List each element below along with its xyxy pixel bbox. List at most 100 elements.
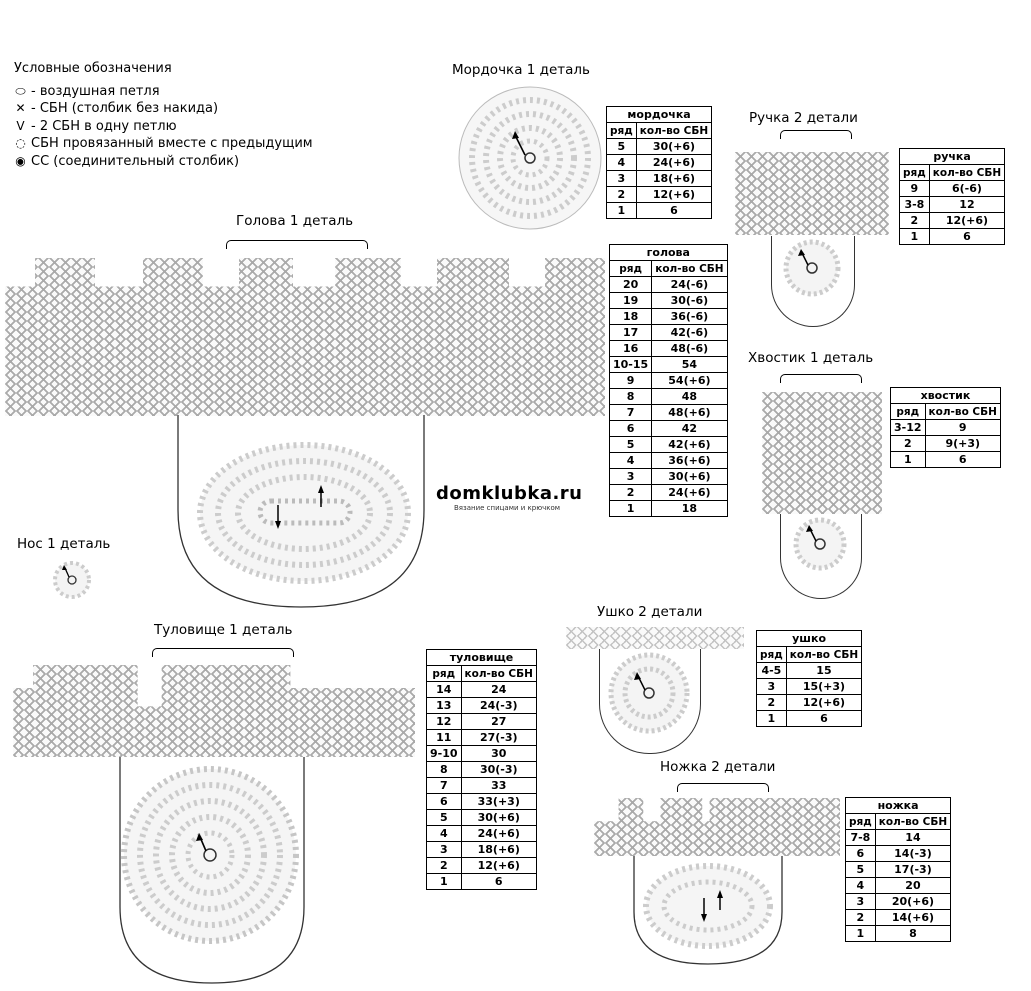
golova-brace <box>226 240 368 249</box>
table-cell: 15 <box>785 662 863 679</box>
table-cell: 6 <box>785 710 863 727</box>
table-cell: 3 <box>756 678 787 695</box>
table-cell: 42(-6) <box>651 324 728 341</box>
table-title: ручка <box>898 148 1006 165</box>
tulovishche-stitch-grid <box>13 665 415 757</box>
ruchka-stitch-grid <box>735 152 889 235</box>
table-cell: 14(-3) <box>874 845 952 862</box>
table-cell: 4 <box>426 825 462 842</box>
table-cell: 24(+6) <box>460 825 537 842</box>
table-cell: 9 <box>899 180 930 197</box>
table-cell: 48(-6) <box>651 340 728 357</box>
table-cell: 20 <box>608 276 653 293</box>
col-row-header: ряд <box>608 260 653 277</box>
table-cell: 4 <box>606 154 637 171</box>
table-cell: 2 <box>608 484 653 501</box>
table-cell: 4 <box>608 452 653 469</box>
table-cell: 24(-6) <box>651 276 728 293</box>
table-title: ушко <box>755 630 863 647</box>
table-cell: 6 <box>635 202 713 219</box>
hvostik-round-diagram <box>793 517 847 571</box>
table-cell: 12(+6) <box>785 694 863 711</box>
table-cell: 9 <box>924 419 1001 436</box>
table-cell: 18 <box>651 500 728 517</box>
table-cell: 24 <box>460 681 537 698</box>
ruchka-base-outline <box>771 236 855 327</box>
table-cell: 15(+3) <box>785 678 863 695</box>
legend-item: ✕ - СБН (столбик без накида) <box>14 100 313 118</box>
table-cell: 14(+6) <box>874 909 952 926</box>
table-cell: 1 <box>426 873 462 890</box>
table-cell: 1 <box>606 202 637 219</box>
table-cell: 5 <box>608 436 653 453</box>
col-count-header: кол-во СБН <box>924 403 1001 420</box>
table-cell: 7 <box>608 404 653 421</box>
table-cell: 14 <box>874 829 952 846</box>
table-cell: 6(-6) <box>928 180 1006 197</box>
table-cell: 30(+6) <box>635 138 713 155</box>
legend-item: ◌ СБН провязанный вместе с предыдущим <box>14 135 313 153</box>
table-cell: 33(+3) <box>460 793 537 810</box>
col-row-header: ряд <box>426 665 462 682</box>
col-row-header: ряд <box>606 122 637 139</box>
nozhka-oval-diagram <box>633 856 783 965</box>
table-cell: 7 <box>426 777 462 794</box>
table-cell: 12(+6) <box>928 212 1006 229</box>
table-cell: 12(+6) <box>635 186 713 203</box>
col-row-header: ряд <box>899 164 930 181</box>
table-cell: 1 <box>899 228 930 245</box>
table-title: голова <box>609 244 728 261</box>
nos-title: Нос 1 деталь <box>17 536 111 552</box>
table-cell: 6 <box>608 420 653 437</box>
nos-round-diagram <box>53 561 91 599</box>
table-cell: 2 <box>426 857 462 874</box>
table-cell: 2 <box>890 435 926 452</box>
table-title: туловище <box>426 649 537 666</box>
watermark-subtitle: Вязание спицами и крючком <box>454 504 561 512</box>
ushko-base-outline <box>599 649 701 754</box>
chain-stitch-symbol-icon: ⬭ <box>15 83 26 98</box>
hvostik-base-outline <box>780 514 862 599</box>
table-cell: 3-8 <box>899 196 930 213</box>
tulovishche-title: Туловище 1 деталь <box>154 622 293 638</box>
legend-item: V - 2 СБН в одну петлю <box>14 118 313 136</box>
table-cell: 36(+6) <box>651 452 728 469</box>
table-cell: 18(+6) <box>635 170 713 187</box>
golova-stitch-grid <box>5 258 605 416</box>
slip-stitch-symbol-icon: ◉ <box>15 153 26 168</box>
table-cell: 30 <box>460 745 537 762</box>
table-cell: 13 <box>426 697 462 714</box>
table-cell: 9(+3) <box>924 435 1001 452</box>
legend-item-text: - 2 СБН в одну петлю <box>31 118 177 134</box>
col-row-header: ряд <box>845 813 876 830</box>
ushko-stitch-grid <box>566 627 744 649</box>
table-cell: 6 <box>928 228 1006 245</box>
legend-item-text: СБН провязанный вместе с предыдущим <box>31 136 313 151</box>
table-cell: 2 <box>899 212 930 229</box>
